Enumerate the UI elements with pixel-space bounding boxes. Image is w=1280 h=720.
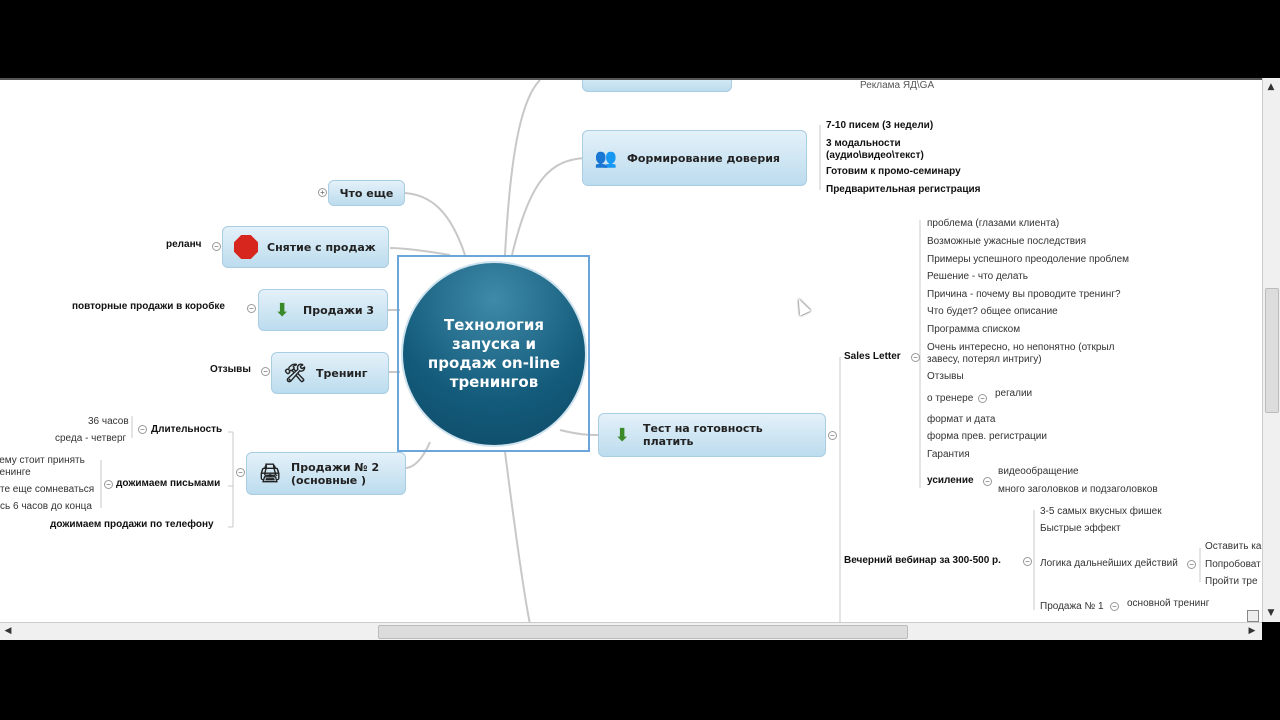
trainer-child[interactable]: регалии (995, 388, 1033, 399)
download-box-icon: ⬇ (614, 424, 630, 446)
sales-letter-item[interactable]: Что будет? общее описание (927, 306, 1058, 317)
duration-child[interactable]: 36 часов (88, 416, 129, 427)
webinar-child[interactable]: 3-5 самых вкусных фишек (1040, 506, 1162, 517)
collapse-icon[interactable]: − (104, 480, 113, 489)
sales-letter-item[interactable]: проблема (глазами клиента) (927, 218, 1060, 229)
node-logic[interactable]: Логика дальнейших действий (1040, 558, 1178, 569)
vertical-scroll-thumb[interactable] (1265, 288, 1279, 413)
scroll-left-icon[interactable]: ◀ (4, 626, 12, 636)
sales-letter-item[interactable]: Программа списком (927, 324, 1021, 335)
collapse-icon[interactable]: − (261, 367, 270, 376)
letters-child[interactable]: сь 6 часов до конца (0, 501, 92, 512)
node-partial-top[interactable] (582, 80, 732, 92)
node-ad[interactable]: Реклама ЯД\GA (860, 80, 935, 91)
node-duration[interactable]: Длительность (151, 424, 223, 435)
node-sales3[interactable]: ⬇ Продажи 3 (258, 289, 388, 331)
node-webinar[interactable]: Вечерний вебинар за 300-500 р. (844, 555, 1001, 566)
trust-child[interactable]: 7-10 писем (3 недели) (826, 120, 934, 131)
node-boost[interactable]: усиление (927, 475, 974, 486)
download-box-icon: ⬇ (274, 299, 290, 321)
collapse-icon[interactable]: − (138, 425, 147, 434)
logic-child[interactable]: Оставить ка (1205, 541, 1262, 552)
training-child[interactable]: Отзывы (210, 364, 251, 375)
trust-child[interactable]: 3 модальности (аудио\видео\текст) (826, 138, 924, 161)
node-test[interactable]: ⬇ Тест на готовность платить (598, 413, 826, 457)
node-trainer[interactable]: о тренере (927, 393, 974, 404)
letters-child[interactable]: те еще сомневаться (0, 484, 95, 495)
node-sale1[interactable]: Продажа № 1 (1040, 601, 1104, 612)
node-letters[interactable]: дожимаем письмами (116, 478, 221, 489)
vertical-scrollbar[interactable]: ▲ ▼ (1262, 78, 1280, 622)
sales-letter-item[interactable]: Решение - что делать (927, 271, 1028, 282)
node-label: Продажи 3 (303, 303, 375, 317)
sale1-child[interactable]: основной тренинг (1127, 598, 1210, 609)
node-training[interactable]: 🛠 Тренинг (271, 352, 389, 394)
trust-child[interactable]: Готовим к промо-семинару (826, 166, 961, 177)
collapse-icon[interactable]: − (983, 477, 992, 486)
node-label: Снятие с продаж (267, 240, 376, 254)
node-label: Тренинг (316, 366, 368, 380)
node-stop-sales[interactable]: Снятие с продаж (222, 226, 389, 268)
stop-sign-icon (233, 234, 259, 260)
collapse-icon[interactable]: − (247, 304, 256, 313)
cash-register-icon: 🖨 (258, 463, 282, 484)
scroll-right-icon[interactable]: ▶ (1248, 626, 1256, 636)
horizontal-scrollbar[interactable]: ◀ ▶ (0, 622, 1262, 640)
logic-child[interactable]: Пройти тре (1205, 576, 1258, 587)
mindmap-canvas[interactable]: Реклама ЯД\GA 👥 Формирование доверия 7-1… (0, 78, 1262, 622)
node-sales2[interactable]: 🖨 Продажи № 2 (основные ) (246, 452, 406, 495)
node-what-else[interactable]: Что еще (328, 180, 405, 206)
sales-letter-item[interactable]: Гарантия (927, 449, 970, 460)
boost-child[interactable]: много заголовков и подзаголовков (998, 484, 1158, 495)
sales-letter-item[interactable]: форма прев. регистрации (927, 431, 1047, 442)
duration-child[interactable]: среда - четверг (55, 433, 127, 444)
sales-letter-item[interactable]: Отзывы (927, 371, 964, 382)
collapse-icon[interactable]: − (236, 468, 245, 477)
sales-letter-item[interactable]: Причина - почему вы проводите тренинг? (927, 289, 1121, 300)
stop-child[interactable]: реланч (166, 239, 202, 250)
webinar-child[interactable]: Быстрые эффект (1040, 523, 1121, 534)
node-sales-letter[interactable]: Sales Letter (844, 351, 901, 362)
sales-letter-item[interactable]: Возможные ужасные последствия (927, 236, 1087, 247)
letters-child[interactable]: чему стоит принять ренинге (0, 455, 85, 478)
expand-icon[interactable]: + (318, 188, 327, 197)
node-label: Тест на готовность платить (643, 422, 763, 448)
central-topic[interactable]: Технология запуска и продаж on-line трен… (397, 255, 590, 452)
horizontal-scroll-thumb[interactable] (378, 625, 908, 639)
collapse-icon[interactable]: − (212, 242, 221, 251)
scroll-down-icon[interactable]: ▼ (1267, 608, 1275, 618)
scroll-up-icon[interactable]: ▲ (1267, 82, 1275, 92)
sales-letter-item[interactable]: Очень интересно, но непонятно (открыл за… (927, 342, 1115, 365)
node-phone[interactable]: дожимаем продажи по телефону (50, 519, 214, 530)
collapse-icon[interactable]: − (1110, 602, 1119, 611)
central-topic-title: Технология запуска и продаж on-line трен… (427, 316, 561, 391)
boost-child[interactable]: видеообращение (998, 466, 1079, 477)
collapse-icon[interactable]: − (1187, 560, 1196, 569)
overview-icon[interactable] (1247, 610, 1259, 622)
sales3-child[interactable]: повторные продажи в коробке (72, 301, 225, 312)
sales-letter-item[interactable]: формат и дата (927, 414, 996, 425)
logic-child[interactable]: Попробоват (1205, 559, 1261, 570)
tools-icon: 🛠 (283, 362, 307, 384)
people-icon: 👥 (594, 147, 618, 169)
collapse-icon[interactable]: − (911, 353, 920, 362)
trust-child[interactable]: Предварительная регистрация (826, 184, 981, 195)
node-label: Что еще (339, 186, 394, 200)
collapse-icon[interactable]: − (1023, 557, 1032, 566)
node-trust[interactable]: 👥 Формирование доверия (582, 130, 807, 186)
sales-letter-item[interactable]: Примеры успешного преодоление проблем (927, 254, 1130, 265)
collapse-icon[interactable]: − (828, 431, 837, 440)
node-label: Продажи № 2 (основные ) (291, 460, 380, 487)
node-label: Формирование доверия (627, 151, 780, 165)
collapse-icon[interactable]: − (978, 394, 987, 403)
